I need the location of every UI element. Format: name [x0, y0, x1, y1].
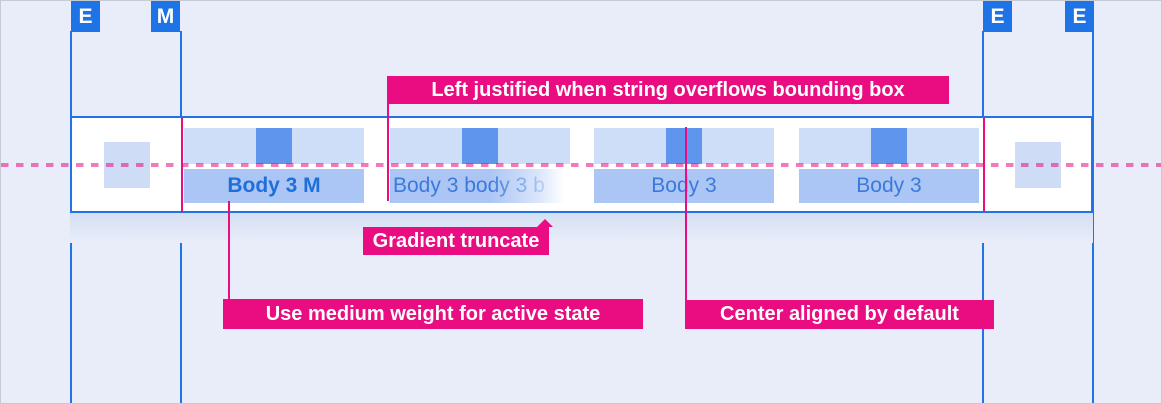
clip-boundary-right [982, 118, 985, 211]
tab-icon-placeholder [256, 128, 292, 164]
tab-label: Body 3 [594, 169, 774, 203]
connector-medium-weight [228, 201, 230, 299]
tab-label: Body 3 M [184, 169, 364, 203]
connector-center-aligned [685, 127, 687, 300]
margin-marker-e-right-outer: E [1065, 1, 1094, 32]
dashed-center-baseline [1, 163, 1161, 167]
connector-left-justified [387, 104, 389, 201]
tab-item[interactable]: Body 3 [594, 128, 774, 204]
annotation-gradient-truncate: Gradient truncate [363, 227, 549, 255]
margin-marker-e-right-inner: E [983, 1, 1012, 32]
tab-icon-placeholder [666, 128, 702, 164]
margin-marker-e-left: E [71, 1, 100, 32]
margin-marker-m: M [151, 1, 180, 32]
tab-item-active[interactable]: Body 3 M [184, 128, 364, 204]
tab-bar-drop-shadow [70, 213, 1093, 243]
tab-label: Body 3 body 3 b [390, 169, 570, 203]
tab-icon-placeholder [462, 128, 498, 164]
tab-label: Body 3 [799, 169, 979, 203]
tab-item-overflow[interactable]: Body 3 body 3 b [390, 128, 570, 204]
annotation-center-aligned: Center aligned by default [685, 300, 994, 329]
annotation-medium-weight: Use medium weight for active state [223, 299, 643, 329]
annotation-left-justified: Left justified when string overflows bou… [387, 76, 949, 104]
guide-line-e-right-outer [1092, 31, 1094, 403]
annotation-caret-up [537, 219, 553, 227]
tab-icon-placeholder [871, 128, 907, 164]
tab-item[interactable]: Body 3 [799, 128, 979, 204]
clip-boundary-left [180, 118, 183, 212]
